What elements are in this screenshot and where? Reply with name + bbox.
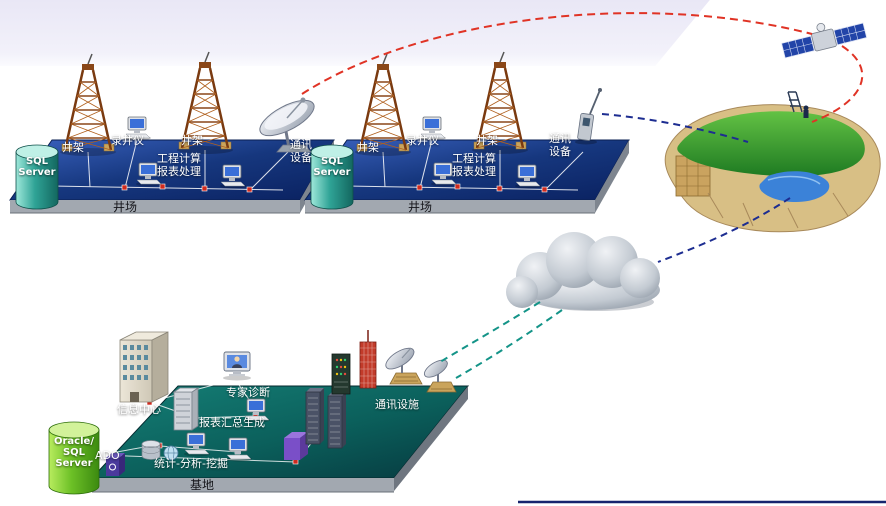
wellsite1-comm-label: 通讯 设备 [290,138,312,164]
wellsite2-derrick-left-label: 井架 [357,141,379,154]
base-info-center-label: 信息中心 [117,403,161,416]
cube-icon [284,432,308,460]
wellsite2-logger-label: 录井仪 [406,134,439,147]
comm-cabinet-icon [331,353,351,395]
base-report-label: 报表汇总生成 [199,416,265,429]
wellsite2-platform-label: 井场 [407,200,432,214]
satellite-dish-icon [259,97,315,153]
radio-tower-icon [359,330,377,389]
background-band [0,0,710,66]
terrain-icon [664,91,881,233]
base-platform-label: 基地 [189,478,214,492]
base-expert-label: 专家诊断 [226,386,270,399]
link-red-uplink [301,12,813,95]
wellsite2-derrick-right-label: 井架 [476,134,498,147]
wellsite1-derrick-left-label: 井架 [62,141,84,154]
link-navy-field [601,113,749,143]
wellsite1-derrick-right-label: 井架 [181,134,203,147]
globe-icon [163,445,179,461]
wellsite2-calc-label: 工程计算 报表处理 [452,152,496,178]
base-stats-label: 统计-分析-挖掘 [154,457,228,470]
wellsite2-network-nodes [416,183,548,193]
base-db-label: Oracle/ SQL Server [54,436,94,469]
ground-dish-icon [423,359,457,393]
building-icon [119,331,169,403]
wellsite1-calc-label: 工程计算 报表处理 [157,152,201,178]
base-comm-label: 通讯设施 [375,398,419,411]
wellsite2-network-lines [346,139,584,191]
base-database-icon [48,421,100,495]
wellsite1-network-lines [51,139,289,191]
wellsite1-network-nodes [121,183,253,193]
wellsite1-logger-label: 录井仪 [111,134,144,147]
base-ado-label: ADO [95,449,120,462]
satellite-icon [781,22,868,59]
wellsite2-comm-label: 通讯 设备 [549,132,571,158]
comm-device-icon [575,88,602,145]
wellsite1-platform-label: 井场 [112,200,137,214]
ado-cube-icon [106,453,125,476]
link-lines [301,12,864,379]
link-navy-cloud [657,197,791,263]
disk-stack-icon [141,440,161,460]
comm-facility-icons [331,330,457,395]
wellsite2-db-label: SQL Server [313,156,351,178]
link-red-downlink [811,45,864,123]
server-rack-icon [172,387,200,431]
ground-dish-icon [385,347,423,385]
link-teal-1 [439,301,541,363]
expert-monitor-icon [223,351,251,381]
link-teal-2 [455,309,563,379]
cloud-icon [506,232,660,311]
wellsite1-db-label: SQL Server [18,156,56,178]
